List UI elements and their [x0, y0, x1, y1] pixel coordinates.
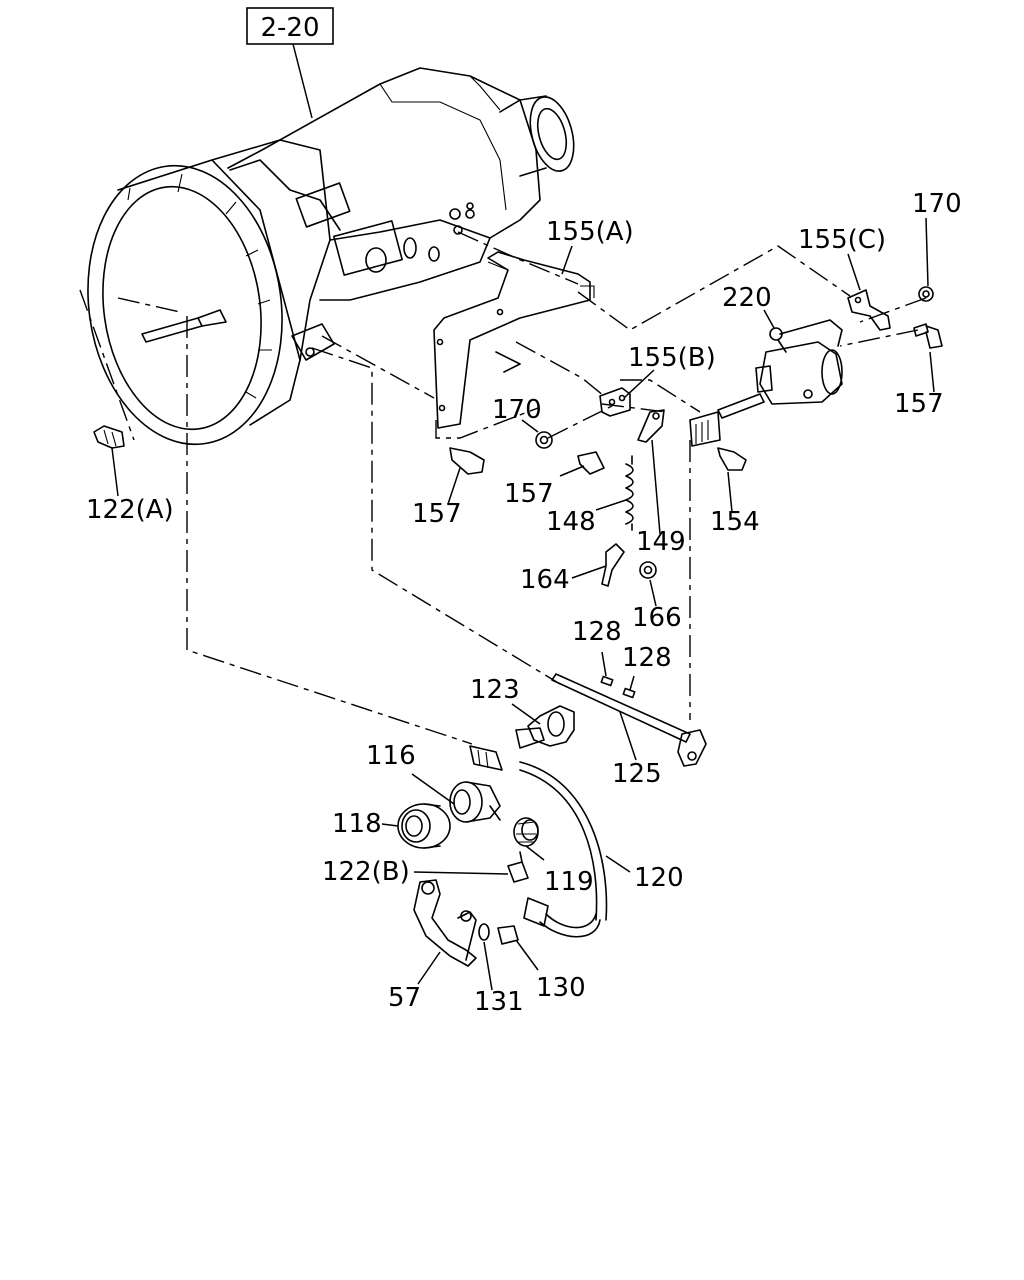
- callout-164[interactable]: 164: [520, 565, 570, 595]
- reference-box[interactable]: 2-20: [246, 7, 334, 45]
- bracket-155a[interactable]: [433, 251, 595, 429]
- bolt-122a[interactable]: [93, 425, 125, 449]
- callout-labels: 170 155(A) 155(C) 220 157 155(B) 170 157…: [86, 189, 962, 1017]
- grease-nipple-122b[interactable]: [507, 851, 529, 883]
- callout-170-mid[interactable]: 170: [492, 395, 542, 425]
- reference-box-label: 2-20: [260, 13, 319, 43]
- callout-157-mid[interactable]: 157: [504, 479, 554, 509]
- callout-155b[interactable]: 155(B): [628, 343, 716, 373]
- bushing-123[interactable]: [515, 705, 575, 749]
- callout-118[interactable]: 118: [332, 809, 382, 839]
- spring-119[interactable]: [513, 817, 539, 847]
- callout-131[interactable]: 131: [474, 987, 524, 1017]
- callout-170-top[interactable]: 170: [912, 189, 962, 219]
- relation-lines: [79, 231, 927, 745]
- leader-lines: [111, 217, 935, 991]
- release-bearing-118[interactable]: [397, 803, 451, 849]
- bolt-130[interactable]: [497, 925, 519, 945]
- transmission-housing: [87, 67, 575, 446]
- bracket-155b[interactable]: [599, 387, 631, 417]
- callout-148[interactable]: 148: [546, 507, 596, 537]
- callout-155c[interactable]: 155(C): [798, 225, 886, 255]
- callout-116[interactable]: 116: [366, 741, 416, 771]
- release-sleeve-116[interactable]: [449, 781, 501, 823]
- callout-220[interactable]: 220: [722, 283, 772, 313]
- callout-122b[interactable]: 122(B): [322, 857, 410, 887]
- callout-57[interactable]: 57: [388, 983, 421, 1013]
- nut-170-top[interactable]: [918, 286, 934, 302]
- callout-149[interactable]: 149: [636, 527, 686, 557]
- callout-154[interactable]: 154: [710, 507, 760, 537]
- callout-157-left[interactable]: 157: [412, 499, 462, 529]
- release-shaft-125[interactable]: [551, 673, 707, 767]
- washer-131[interactable]: [478, 923, 490, 941]
- bolt-157-left[interactable]: [449, 447, 485, 475]
- callout-130[interactable]: 130: [536, 973, 586, 1003]
- callout-128b[interactable]: 128: [622, 643, 672, 673]
- callout-123[interactable]: 123: [470, 675, 520, 705]
- clip-164[interactable]: [601, 543, 625, 587]
- spring-plate-149[interactable]: [637, 409, 665, 443]
- callout-125[interactable]: 125: [612, 759, 662, 789]
- bolt-154[interactable]: [717, 447, 747, 471]
- callout-122a[interactable]: 122(A): [86, 495, 174, 525]
- bracket-155c[interactable]: [847, 289, 891, 331]
- nut-170-mid[interactable]: [535, 431, 553, 449]
- bolt-157-mid[interactable]: [577, 451, 605, 475]
- callout-120[interactable]: 120: [634, 863, 684, 893]
- callout-119[interactable]: 119: [544, 867, 594, 897]
- reference-leader: [292, 43, 313, 119]
- pin-128a[interactable]: [600, 675, 614, 687]
- callout-128a[interactable]: 128: [572, 617, 622, 647]
- release-fork-57[interactable]: [413, 879, 477, 967]
- bolt-157-right[interactable]: [913, 323, 943, 349]
- pin-128b[interactable]: [622, 687, 636, 699]
- callout-166[interactable]: 166: [632, 603, 682, 633]
- clutch-servo-220[interactable]: [689, 319, 843, 447]
- return-spring-148[interactable]: [625, 455, 634, 531]
- callout-157-right[interactable]: 157: [894, 389, 944, 419]
- clutch-hose-120[interactable]: [469, 745, 608, 938]
- callout-155a[interactable]: 155(A): [546, 217, 634, 247]
- nut-166[interactable]: [639, 561, 657, 579]
